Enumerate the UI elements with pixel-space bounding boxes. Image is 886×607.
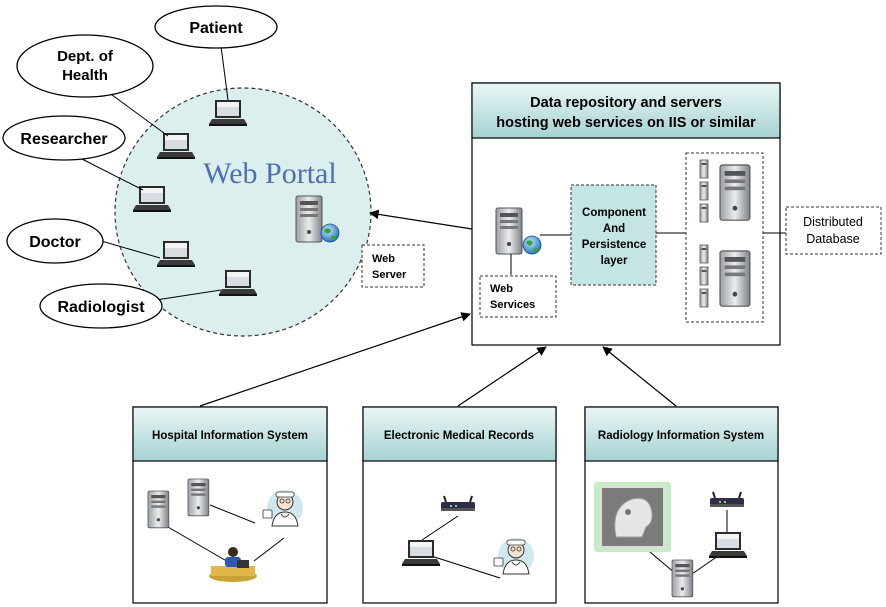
db-server-cluster-bottom[interactable]	[699, 244, 751, 308]
distributed-database[interactable]: Distributed Database	[785, 206, 882, 255]
hospital-information-system-title: Hospital Information System	[152, 430, 308, 442]
web-server-label-line1: Web	[372, 253, 395, 265]
his-receptionist-icon	[209, 547, 257, 582]
component-persistence-layer[interactable]: Component And Persistence layer	[570, 184, 657, 286]
radiology-information-system-title: Radiology Information System	[598, 430, 764, 442]
user-radiologist-label: Radiologist	[57, 299, 145, 316]
user-researcher[interactable]: Researcher	[2, 115, 126, 161]
data-repository-header	[471, 82, 781, 139]
ris-server-icon	[671, 559, 694, 598]
distributed-database-label-line2: Database	[806, 232, 860, 246]
arrow-repository-to-portal	[369, 209, 473, 230]
arrow-ris-to-repository	[602, 346, 677, 407]
his-server-1-icon	[147, 490, 170, 529]
component-label-line3: Persistence	[582, 239, 647, 251]
user-doctor-label: Doctor	[29, 234, 81, 251]
web-server-label-line2: Server	[372, 269, 407, 281]
arrow-emr-to-repository	[457, 346, 547, 407]
database-server-cluster	[685, 152, 764, 323]
component-label-line4: layer	[601, 255, 628, 267]
data-repository-title-line1: Data repository and servers	[530, 95, 722, 111]
electronic-medical-records-box[interactable]: Electronic Medical Records	[362, 406, 557, 604]
hospital-information-system-box[interactable]: Hospital Information System	[132, 406, 328, 604]
db-server-cluster-top[interactable]	[699, 159, 751, 223]
web-portal-region: Web Portal Web Server	[114, 87, 425, 337]
distributed-database-label-line1: Distributed	[803, 215, 863, 229]
user-dept-of-health-label-line2: Health	[62, 67, 108, 84]
flow-arrows	[199, 209, 677, 407]
web-portal-title: Web Portal	[203, 157, 336, 190]
web-services-label-line1: Web	[490, 283, 513, 295]
user-radiologist[interactable]: Radiologist	[39, 283, 163, 329]
user-doctor[interactable]: Doctor	[6, 218, 104, 264]
web-server-label-box	[361, 244, 425, 288]
user-dept-of-health-label-line1: Dept. of	[57, 48, 114, 65]
user-patient[interactable]: Patient	[154, 5, 278, 49]
user-connectors	[79, 45, 229, 301]
user-dept-of-health[interactable]: Dept. of Health	[16, 34, 154, 98]
his-server-2-icon	[187, 478, 210, 517]
electronic-medical-records-title: Electronic Medical Records	[384, 430, 534, 442]
component-label-line2: And	[603, 223, 625, 235]
user-patient-label: Patient	[189, 20, 243, 37]
data-repository-title-line2: hosting web services on IIS or similar	[496, 115, 756, 131]
web-services-label-line2: Services	[490, 299, 535, 311]
component-label-line1: Component	[582, 207, 646, 219]
user-researcher-label: Researcher	[20, 131, 107, 148]
ris-xray-icon	[594, 482, 671, 552]
data-repository-box: Data repository and servers hosting web …	[471, 82, 781, 346]
radiology-information-system-box[interactable]: Radiology Information System	[584, 406, 779, 604]
arrow-his-to-repository	[199, 312, 471, 407]
web-services-label-box	[479, 275, 557, 318]
